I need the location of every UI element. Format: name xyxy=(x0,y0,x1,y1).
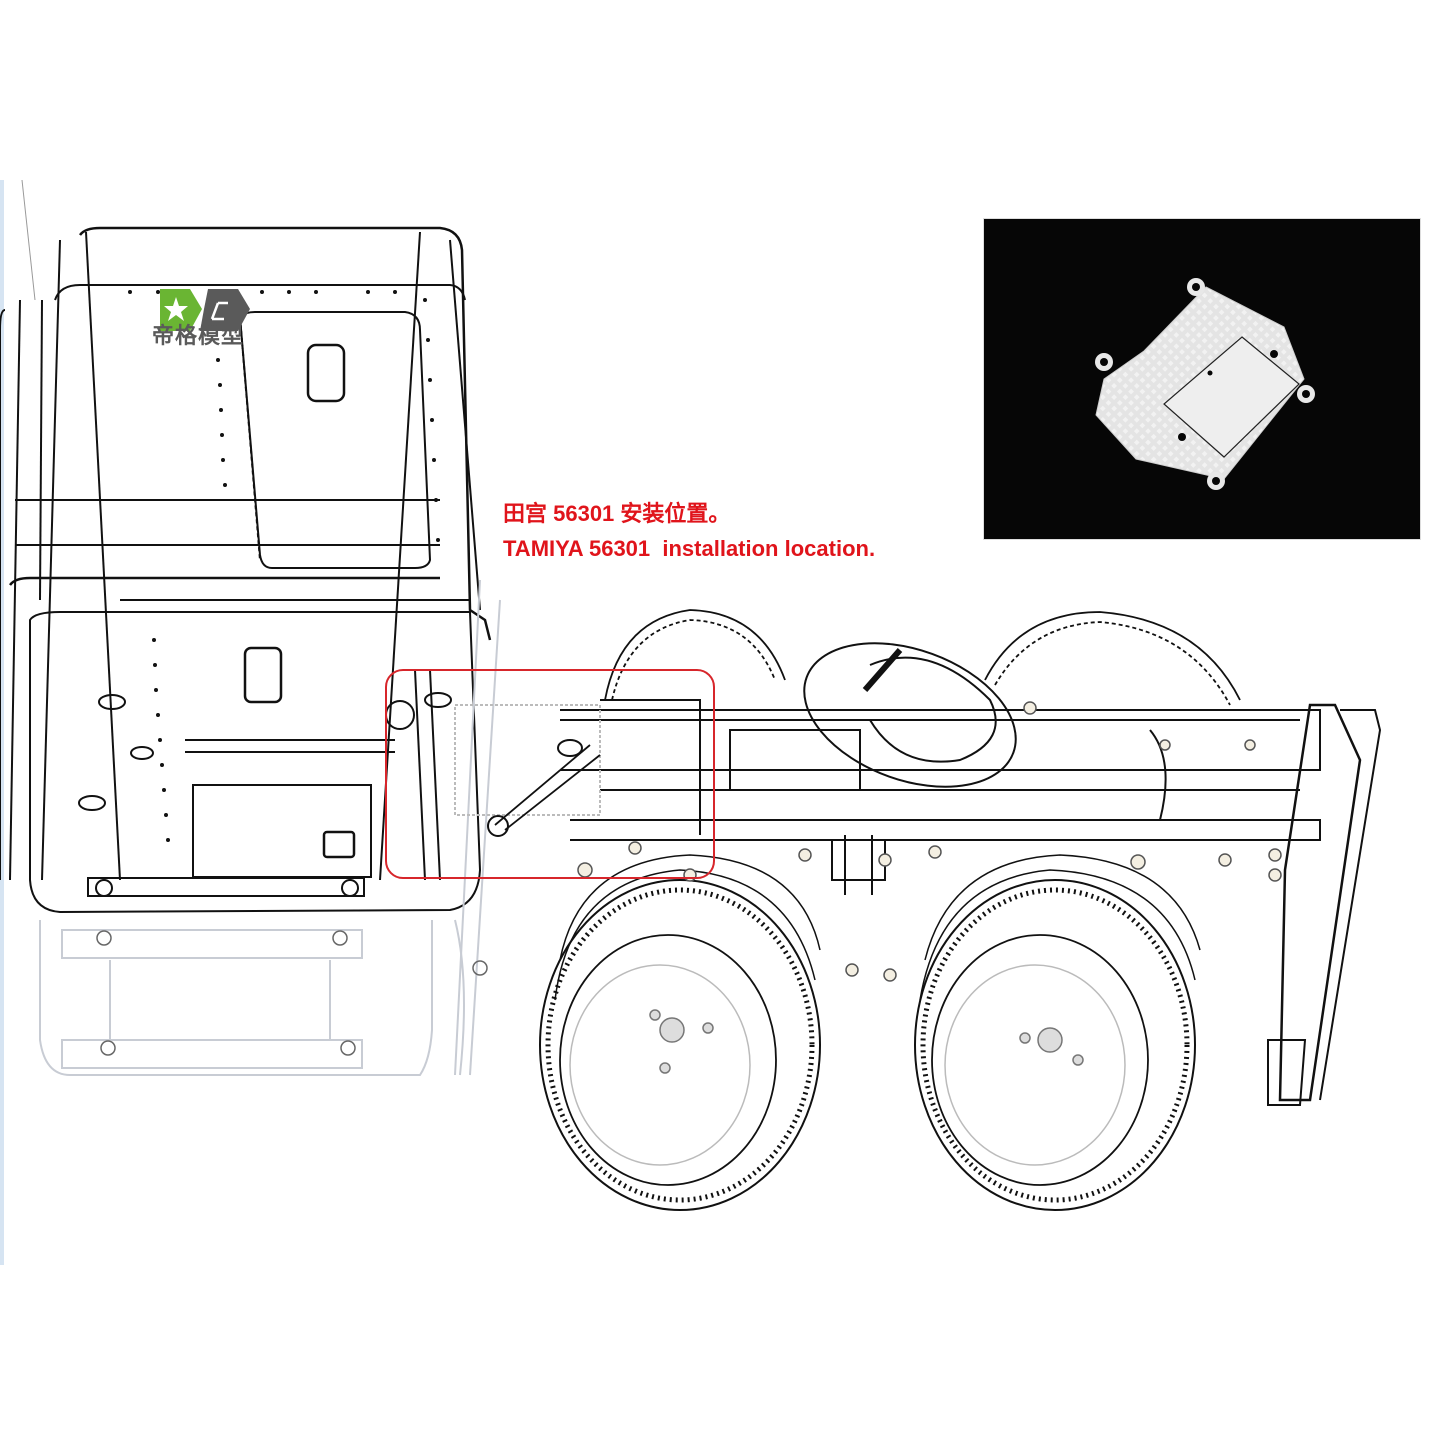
installation-highlight-box xyxy=(385,669,715,879)
installation-label-english: TAMIYA 56301 installation location. xyxy=(503,536,876,561)
brand-name: 帝格模型 xyxy=(152,324,245,349)
left-border-strip xyxy=(0,180,4,1265)
product-photo-inset xyxy=(983,218,1421,540)
metal-plate-icon xyxy=(1095,278,1315,490)
brand-logo-icon xyxy=(160,289,250,331)
installation-label-chinese: 田宫 56301 安装位置。 xyxy=(503,501,731,526)
